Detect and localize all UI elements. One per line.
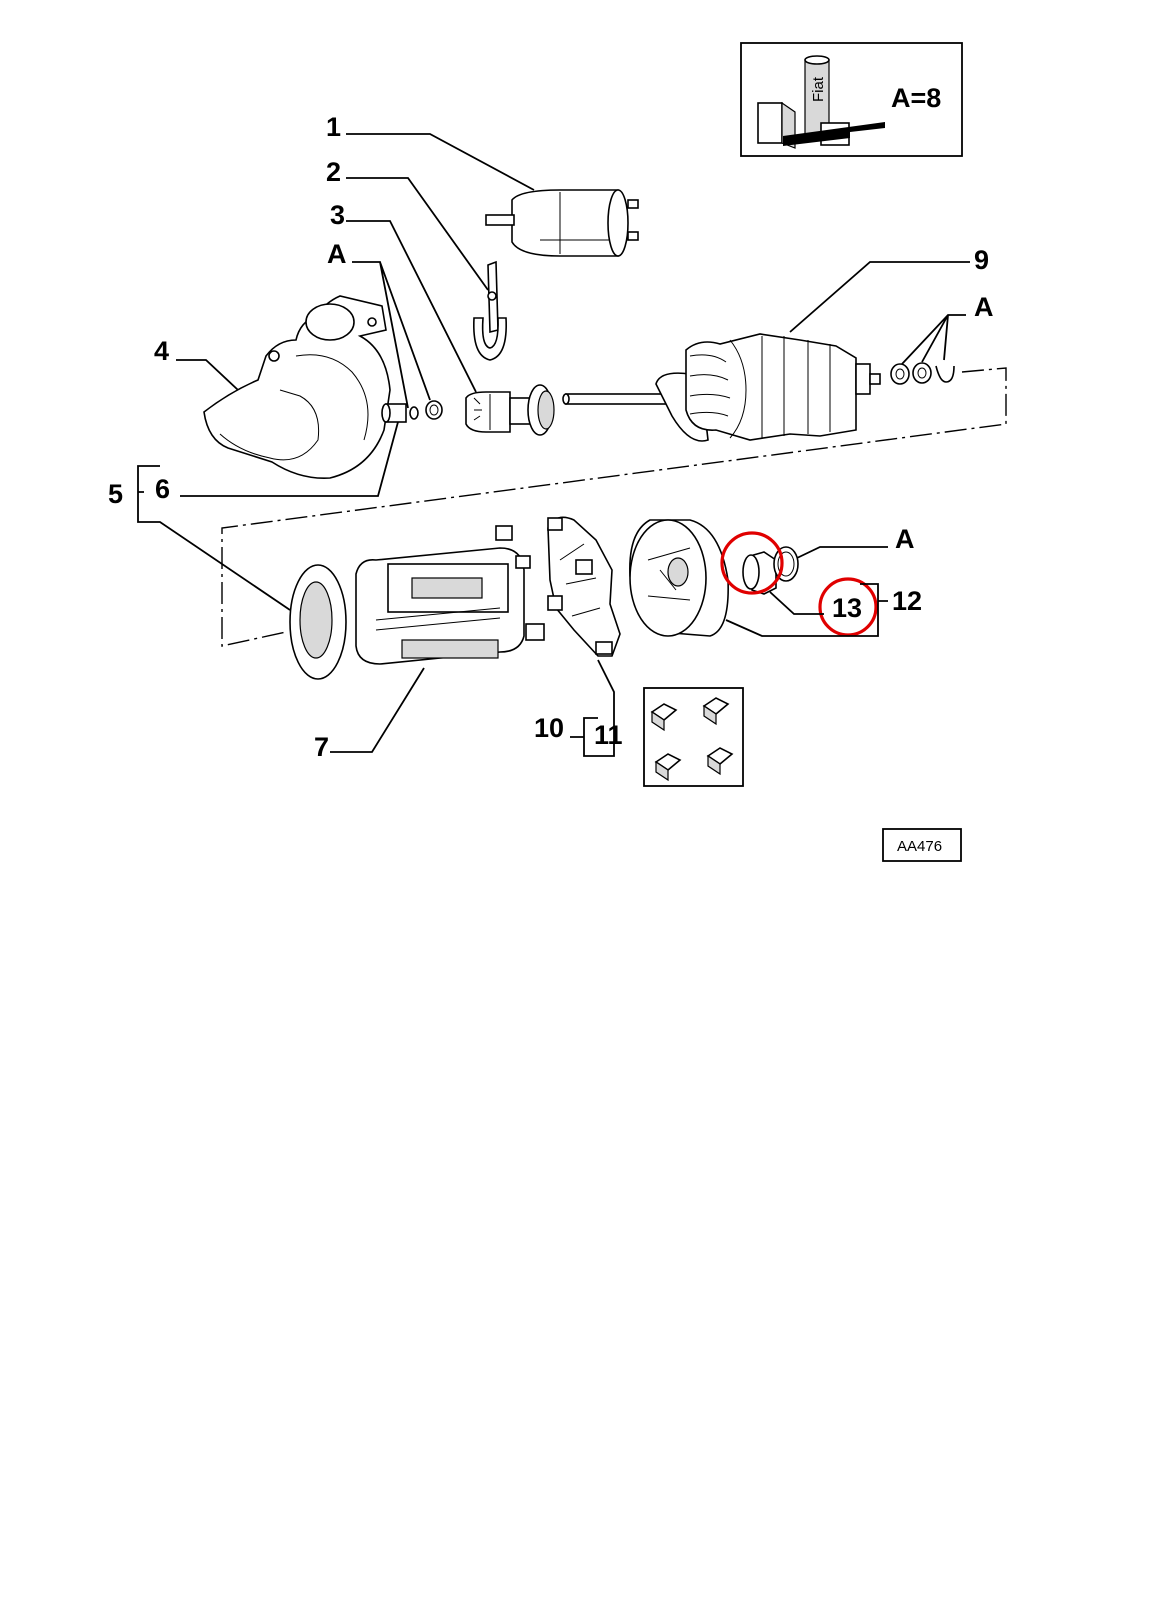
legend-box: Fiat A=8 [740, 42, 963, 157]
highlight-circle-13 [818, 577, 878, 637]
callout-a-armature: A [974, 292, 994, 322]
callout-5: 5 [108, 479, 123, 509]
commutator-end-housing [629, 519, 729, 637]
callout-7: 7 [314, 732, 329, 762]
end-washers [890, 362, 955, 385]
callout-10: 10 [534, 713, 564, 743]
brush-pieces [650, 697, 734, 782]
fork-lever [473, 260, 507, 361]
callout-a-circlip: A [895, 524, 915, 554]
housing-bushing [381, 400, 443, 423]
drive-end-housing [203, 295, 391, 479]
leader-lines [137, 133, 970, 757]
pinion-drive [465, 384, 555, 436]
armature [562, 333, 881, 442]
brush-holder-plate [547, 516, 621, 657]
quantity-label: A=8 [891, 83, 941, 113]
end-bushing [742, 551, 777, 595]
callout-4: 4 [154, 336, 169, 366]
callout-a-housing: A [327, 239, 347, 269]
solenoid [485, 189, 639, 257]
drawing-code-box: AA476 [882, 828, 962, 862]
highlight-circle-bushing [720, 531, 784, 595]
callout-3: 3 [330, 200, 345, 230]
frame-gasket [289, 564, 347, 680]
field-frame [355, 525, 545, 665]
callout-6: 6 [155, 474, 170, 504]
callout-11: 11 [594, 720, 623, 750]
callout-9: 9 [974, 245, 989, 275]
brushes-box [643, 687, 744, 787]
callout-2: 2 [326, 157, 341, 187]
callout-13: 13 [832, 593, 862, 623]
callout-12: 12 [892, 586, 922, 616]
fiat-label: Fiat [810, 76, 827, 102]
assembly-axis [221, 367, 1007, 647]
fiat-grease-icon: Fiat [757, 55, 885, 149]
callout-1: 1 [326, 112, 341, 142]
drawing-code: AA476 [897, 838, 942, 855]
